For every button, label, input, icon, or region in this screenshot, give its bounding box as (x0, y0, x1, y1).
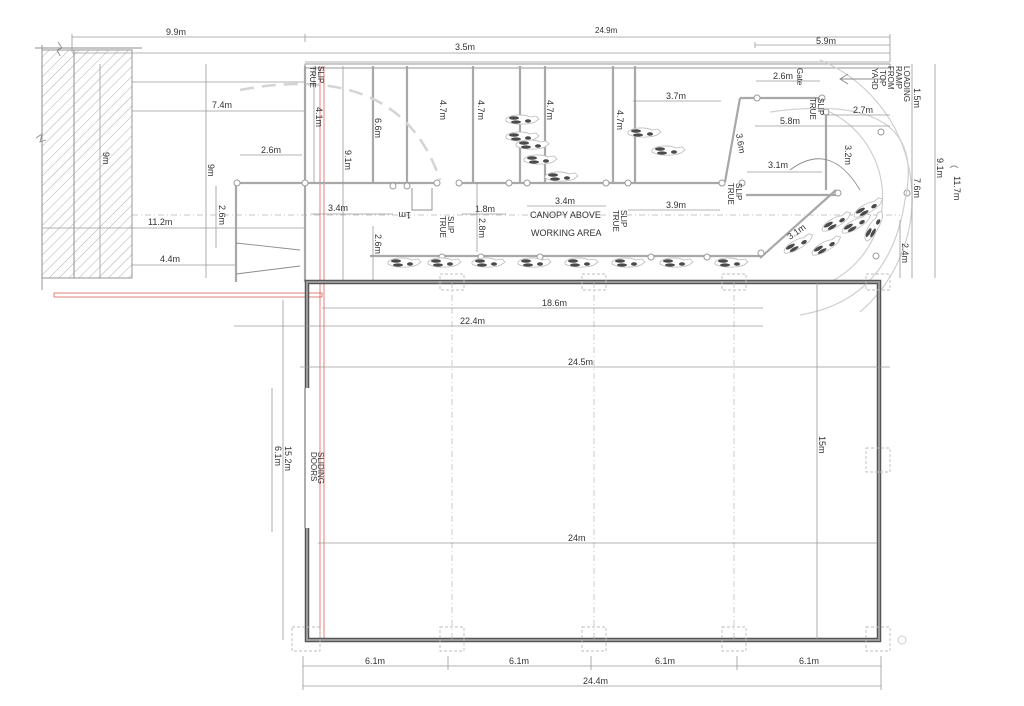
left-yard-dimensions: 9m 7.4m 9m 2.6m 2.6m 11.2m 4.4m (42, 64, 900, 278)
dim-2-7m: 2.7m (853, 105, 873, 115)
dim-15-2m: 15.2m (283, 446, 293, 471)
dim-18-6m: 18.6m (542, 298, 567, 308)
arrow-left-icon (839, 73, 885, 85)
dim-3-5m: 3.5m (455, 42, 475, 52)
dim-11-2m: 11.2m (148, 217, 172, 227)
gate-label: Gate (795, 68, 804, 86)
dim-9m-wall: 9m (101, 152, 111, 165)
slip-true-2: SLIP (446, 216, 455, 233)
dim-6-6m: 6.6m (373, 118, 383, 138)
dim-2-4m: 2.4m (900, 243, 910, 263)
working-area-label: WORKING AREA (531, 228, 602, 238)
dim-5-8m: 5.8m (780, 116, 800, 126)
slip-true-1: SLIP (316, 66, 325, 83)
dim-4-7m-a: 4.7m (438, 100, 448, 120)
slip-true-2b: TRUE (438, 216, 447, 238)
slip-true-4b: TRUE (726, 183, 735, 205)
loading-ramp-label-4: TOP (878, 70, 887, 86)
dim-3-9m: 3.9m (666, 200, 686, 210)
dim-1-5m: 1.5m (912, 88, 922, 108)
dim-bay-1: 6.1m (365, 656, 385, 666)
dim-1-8m: 1.8m (475, 204, 495, 214)
dim-2-6m-v: 2.6m (217, 205, 227, 225)
dim-7-4m: 7.4m (212, 100, 232, 110)
dim-2-6m-gate: 2.6m (773, 71, 793, 81)
dim-11-7m: 11.7m (952, 176, 962, 200)
cattle-symbols (387, 114, 887, 268)
dim-24m: 24m (568, 533, 586, 543)
dim-9-1m: 9.1m (343, 150, 353, 170)
canopy-above-label: CANOPY ABOVE (530, 210, 601, 220)
holding-yard-fences (233, 63, 911, 282)
dim-3-6m: 3.6m (734, 133, 747, 154)
right-dimensions: 2.6m Gate SLIP TRUE 2.7m 5.8m 3.6m 3.1m … (734, 64, 962, 278)
dim-3-1m-a: 3.1m (768, 160, 788, 170)
dim-1m: 1m (398, 210, 411, 220)
loading-ramp-label-2: RAMP (894, 66, 903, 89)
slip-true-1b: TRUE (308, 66, 317, 88)
dim-bay-2: 6.1m (509, 656, 529, 666)
dim-3-4m-a: 3.4m (328, 203, 348, 213)
dim-2-6m-race: 2.6m (373, 234, 383, 254)
slip-true-5: SLIP (816, 98, 825, 115)
dim-3-4m-b: 3.4m (555, 196, 575, 206)
dim-bay-3: 6.1m (655, 656, 675, 666)
dim-15m: 15m (817, 436, 827, 454)
dim-4-1m: 4.1m (314, 107, 324, 127)
slip-true-4: SLIP (734, 183, 743, 200)
loading-ramp-label-3: FROM (886, 66, 895, 90)
yard-dimensions: 4.1m SLIP TRUE 9.1m 6.6m 4.7m 4.7m 4.7m … (308, 66, 743, 282)
retaining-wall-hatch (35, 41, 142, 290)
shed-dimensions: 18.6m 22.4m 24.5m 6.1m 15.2m SLIDING DOO… (234, 282, 890, 690)
dim-bay-4: 6.1m (799, 656, 819, 666)
dim-24-5m: 24.5m (568, 357, 593, 367)
dim-4-4m: 4.4m (160, 254, 180, 264)
sliding-doors-label-2: DOORS (309, 452, 318, 481)
dim-5-9m: 5.9m (816, 36, 836, 46)
dim-6-1m-door: 6.1m (273, 446, 283, 466)
slip-true-5b: TRUE (808, 98, 817, 120)
dim-4-7m-d: 4.7m (615, 110, 625, 130)
dim-3-2m: 3.2m (843, 145, 853, 165)
dim-7-6m: 7.6m (912, 178, 922, 198)
shed-outline (291, 273, 907, 652)
slip-true-3: SLIP (619, 210, 628, 227)
dim-22-4m: 22.4m (460, 316, 485, 326)
dim-4-7m-b: 4.7m (476, 100, 486, 120)
boundary-lines (53, 66, 325, 640)
dim-9m: 9m (206, 164, 216, 177)
dim-9-1m-right: 9.1m (935, 158, 945, 178)
dim-24-9m: 24.9m (595, 26, 618, 35)
yard-arcs (239, 59, 913, 316)
sliding-doors-label-1: SLIDING (316, 452, 325, 484)
dim-9-9m: 9.9m (166, 27, 186, 37)
dim-3-7m: 3.7m (666, 91, 686, 101)
dim-2-6m-h: 2.6m (261, 145, 281, 155)
dim-4-7m-c: 4.7m (545, 100, 555, 120)
dim-2-8m: 2.8m (477, 218, 487, 238)
dim-24-4m: 24.4m (583, 676, 608, 686)
loading-ramp-label-1: LOADING (902, 66, 911, 102)
top-dimensions: 9.9m 24.9m 3.5m 5.9m (71, 26, 891, 63)
slip-true-3b: TRUE (611, 210, 620, 232)
